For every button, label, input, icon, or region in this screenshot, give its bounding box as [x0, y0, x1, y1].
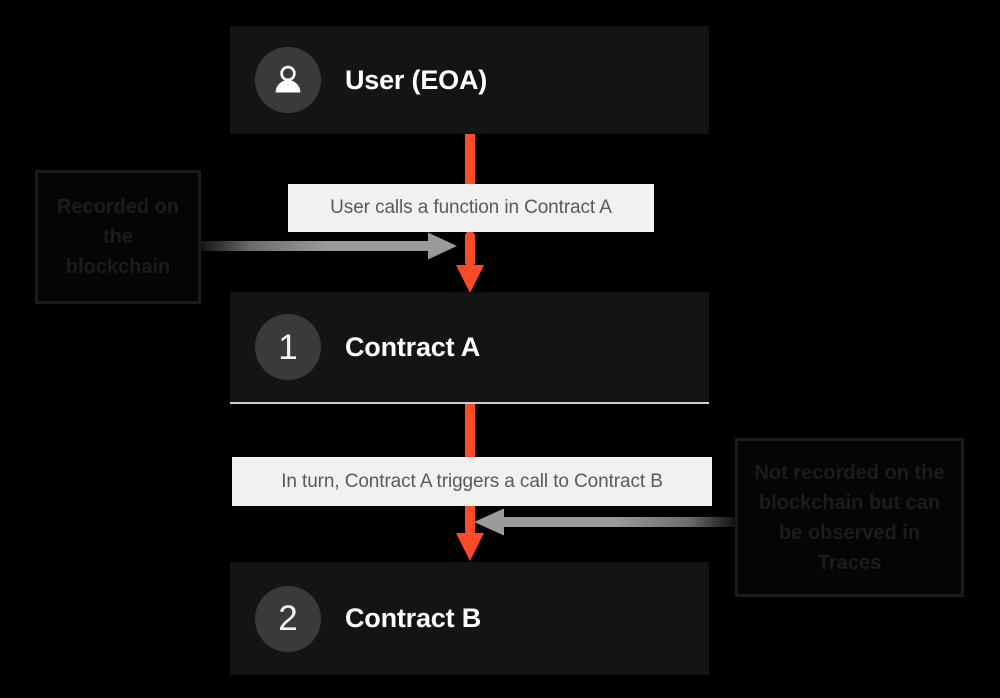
- annotation-note-right: Not recorded on the blockchain but can b…: [735, 438, 964, 597]
- annotation-note-left: Recorded on the blockchain: [35, 170, 201, 304]
- edge-label-contract-a-to-contract-b: In turn, Contract A triggers a call to C…: [232, 457, 712, 506]
- person-icon-badge: [255, 47, 321, 113]
- step-number-badge-2: 2: [255, 585, 321, 652]
- arrow-user-to-contract-a: [455, 128, 485, 294]
- node-user-title: User (EOA): [345, 64, 488, 95]
- node-user[interactable]: User (EOA): [230, 26, 709, 134]
- node-contract-a-title: Contract A: [345, 331, 481, 362]
- step-number-badge-1: 1: [255, 314, 321, 380]
- step-number-2: 2: [278, 599, 298, 638]
- annotation-arrow-left: [200, 232, 458, 260]
- edge-label-user-to-contract-a: User calls a function in Contract A: [288, 184, 654, 232]
- node-contract-a[interactable]: 1 Contract A: [230, 292, 709, 404]
- step-number-1: 1: [278, 327, 298, 367]
- arrow-contract-a-to-contract-b: [455, 398, 485, 562]
- person-icon: [270, 62, 306, 98]
- node-contract-b[interactable]: 2 Contract B: [230, 562, 709, 675]
- annotation-arrow-right: [473, 508, 735, 536]
- node-contract-b-title: Contract B: [345, 603, 482, 633]
